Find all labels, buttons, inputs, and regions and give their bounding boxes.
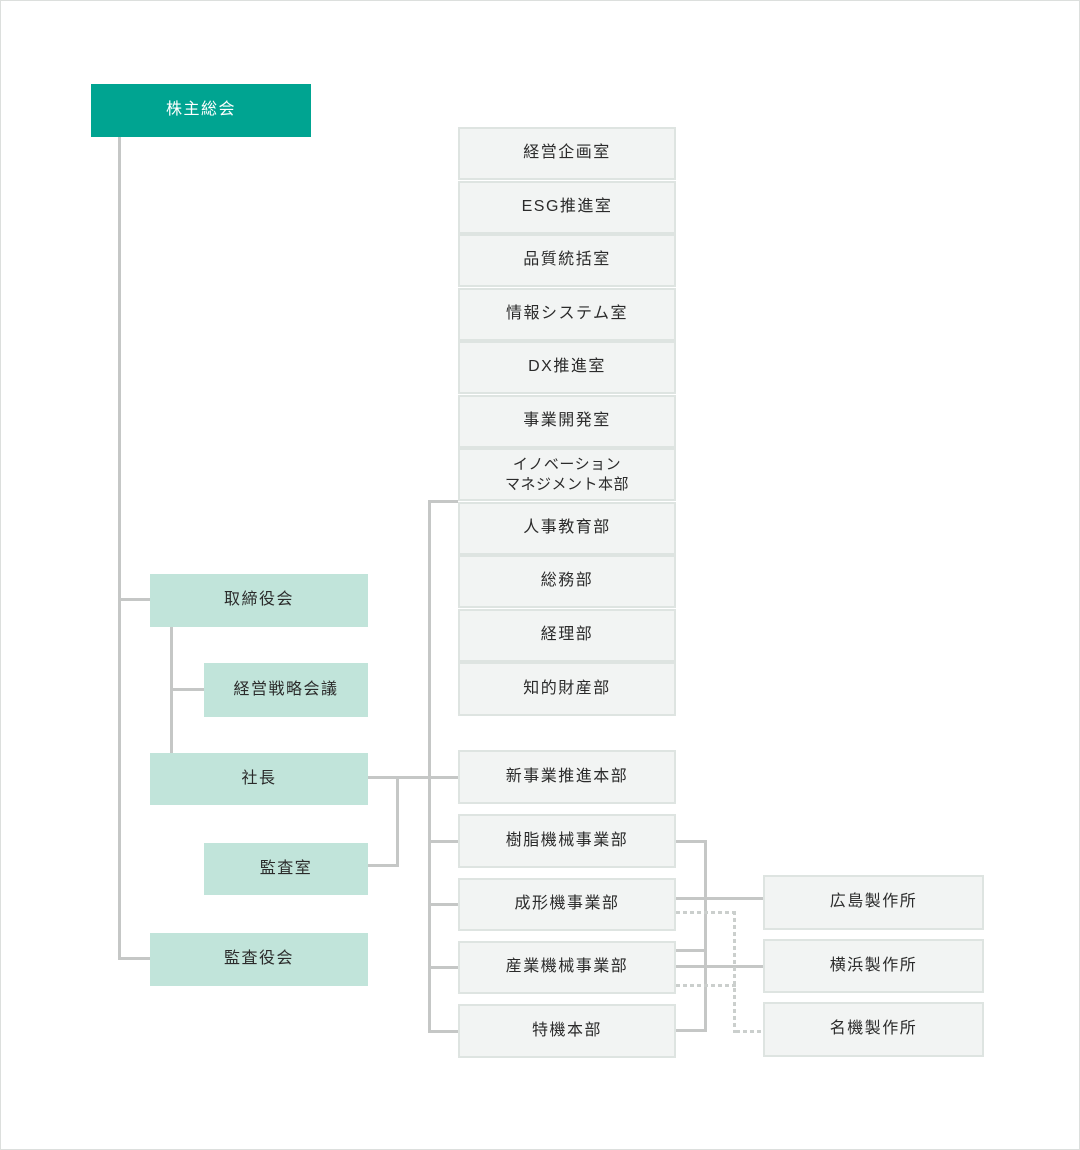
- node-label: 株主総会: [165, 101, 236, 119]
- connector-molding-to-hiroshima: [676, 897, 764, 900]
- dotted-molding-stub: [676, 911, 736, 914]
- node-label: 成形機事業部: [514, 895, 620, 913]
- node-label: 品質統括室: [523, 251, 611, 269]
- node-board-of-directors: 取締役会: [150, 574, 368, 627]
- connector-to-special-equipment: [428, 1030, 458, 1033]
- node-label: 経営戦略会議: [233, 680, 339, 698]
- node-label: 知的財産部: [523, 679, 611, 697]
- node-label: 産業機械事業部: [505, 958, 629, 976]
- node-label: 社長: [241, 769, 277, 787]
- connector-drop-to-audit-office: [396, 776, 399, 866]
- node-label: 広島製作所: [829, 893, 918, 911]
- node-industrial-machinery-division: 産業機械事業部: [458, 941, 676, 994]
- node-business-development: 事業開発室: [458, 395, 676, 448]
- node-audit-office: 監査室: [204, 843, 368, 895]
- node-label: イノベーション マネジメント本部: [504, 456, 629, 493]
- node-label: 監査室: [259, 859, 313, 877]
- node-yokohama-plant: 横浜製作所: [763, 939, 984, 993]
- bracket-industrial-stub: [676, 949, 707, 952]
- connector-president-to-units: [368, 776, 458, 779]
- connector-to-audit-office: [368, 864, 399, 867]
- connector-business-trunk: [428, 500, 431, 1032]
- node-label: DX推進室: [528, 358, 606, 376]
- connector-to-audit-board: [118, 957, 152, 960]
- node-intellectual-property: 知的財産部: [458, 662, 676, 716]
- node-corporate-planning: 経営企画室: [458, 127, 676, 180]
- node-label: 監査役会: [223, 950, 294, 968]
- node-hr-education: 人事教育部: [458, 502, 676, 555]
- node-label: 事業開発室: [523, 412, 611, 430]
- dotted-to-meiki-plant: [736, 1030, 764, 1033]
- connector-to-staff-column: [428, 500, 458, 503]
- node-new-business-promotion: 新事業推進本部: [458, 750, 676, 804]
- node-innovation-management: イノベーション マネジメント本部: [458, 448, 676, 501]
- bracket-vertical: [704, 840, 707, 1032]
- node-label: 経営企画室: [523, 144, 611, 162]
- connector-to-strategy-council: [170, 688, 206, 691]
- connector-to-industrial-machinery: [428, 966, 458, 969]
- connector-industrial-to-yokohama: [676, 965, 764, 968]
- node-dx-promotion: DX推進室: [458, 341, 676, 394]
- node-special-equipment-division: 特機本部: [458, 1004, 676, 1058]
- bracket-resin-stub: [676, 840, 707, 843]
- node-meiki-plant: 名機製作所: [763, 1002, 984, 1057]
- node-quality-control: 品質統括室: [458, 234, 676, 287]
- node-molding-machine-division: 成形機事業部: [458, 878, 676, 931]
- node-label: 新事業推進本部: [505, 767, 629, 785]
- node-label: 総務部: [540, 572, 594, 590]
- connector-to-board: [118, 598, 152, 601]
- node-label: 樹脂機械事業部: [505, 831, 629, 849]
- node-label: 名機製作所: [829, 1020, 918, 1038]
- node-label: 人事教育部: [523, 519, 611, 537]
- node-hiroshima-plant: 広島製作所: [763, 875, 984, 930]
- bracket-special-stub: [676, 1029, 707, 1032]
- node-label: 特機本部: [531, 1021, 602, 1039]
- connector-to-resin-machinery: [428, 840, 458, 843]
- node-general-affairs: 総務部: [458, 555, 676, 608]
- node-accounting: 経理部: [458, 609, 676, 662]
- node-shareholders-meeting: 株主総会: [91, 84, 311, 137]
- node-label: ESG推進室: [521, 198, 613, 216]
- node-information-systems: 情報システム室: [458, 288, 676, 341]
- node-label: 経理部: [540, 626, 594, 644]
- node-esg-promotion: ESG推進室: [458, 181, 676, 234]
- node-label: 横浜製作所: [829, 956, 918, 974]
- node-resin-machinery-division: 樹脂機械事業部: [458, 814, 676, 868]
- node-president: 社長: [150, 753, 368, 805]
- connector-to-molding-machine: [428, 903, 458, 906]
- dotted-industrial-stub: [676, 984, 736, 987]
- node-label: 情報システム室: [505, 305, 629, 323]
- node-audit-board: 監査役会: [150, 933, 368, 986]
- dotted-vertical: [733, 911, 736, 1033]
- node-label: 取締役会: [223, 591, 294, 609]
- node-strategy-council: 経営戦略会議: [204, 663, 368, 717]
- connector-shareholders-trunk: [118, 137, 121, 960]
